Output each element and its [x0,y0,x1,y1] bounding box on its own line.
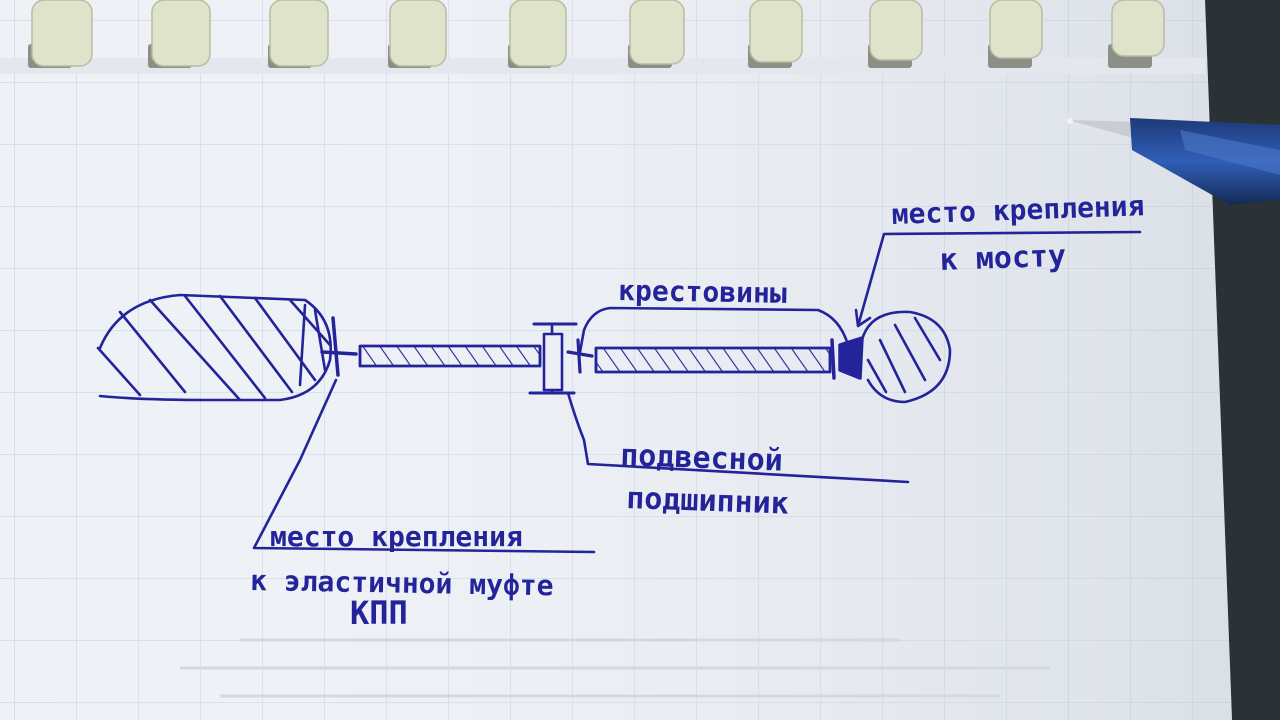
crosspieces-bracket [578,306,850,354]
label-bearing-1: подвесной [620,438,784,479]
rear-axle-shape [860,310,952,404]
bridge-mount-leader [854,230,1142,328]
middle-u-joint [566,338,594,374]
label-coupling-mount-1: место крепления [270,520,523,553]
gearbox-flange [320,316,358,377]
ballpoint-pen-icon [1067,118,1280,205]
label-bearing-2: подшипник [626,481,790,522]
label-coupling-mount-3: КПП [350,594,408,632]
label-coupling-mount-2: к эластичной муфте [250,564,554,602]
diagram-labels: крестовины место крепления к мосту подве… [250,189,1145,632]
front-shaft [358,344,542,368]
bearing-leader [566,391,910,484]
rear-shaft [594,346,832,374]
label-crosspieces: крестовины [618,274,787,310]
spiral-binding [0,0,1205,74]
center-bearing [528,322,578,395]
faint-print-lines [180,638,1050,698]
rear-u-joint [830,336,864,380]
driveshaft-diagram [96,230,1142,554]
coupling-mount-leader [252,378,596,554]
gearbox-hatched-shape [96,293,332,402]
label-bridge-mount-2: к мосту [939,239,1067,278]
